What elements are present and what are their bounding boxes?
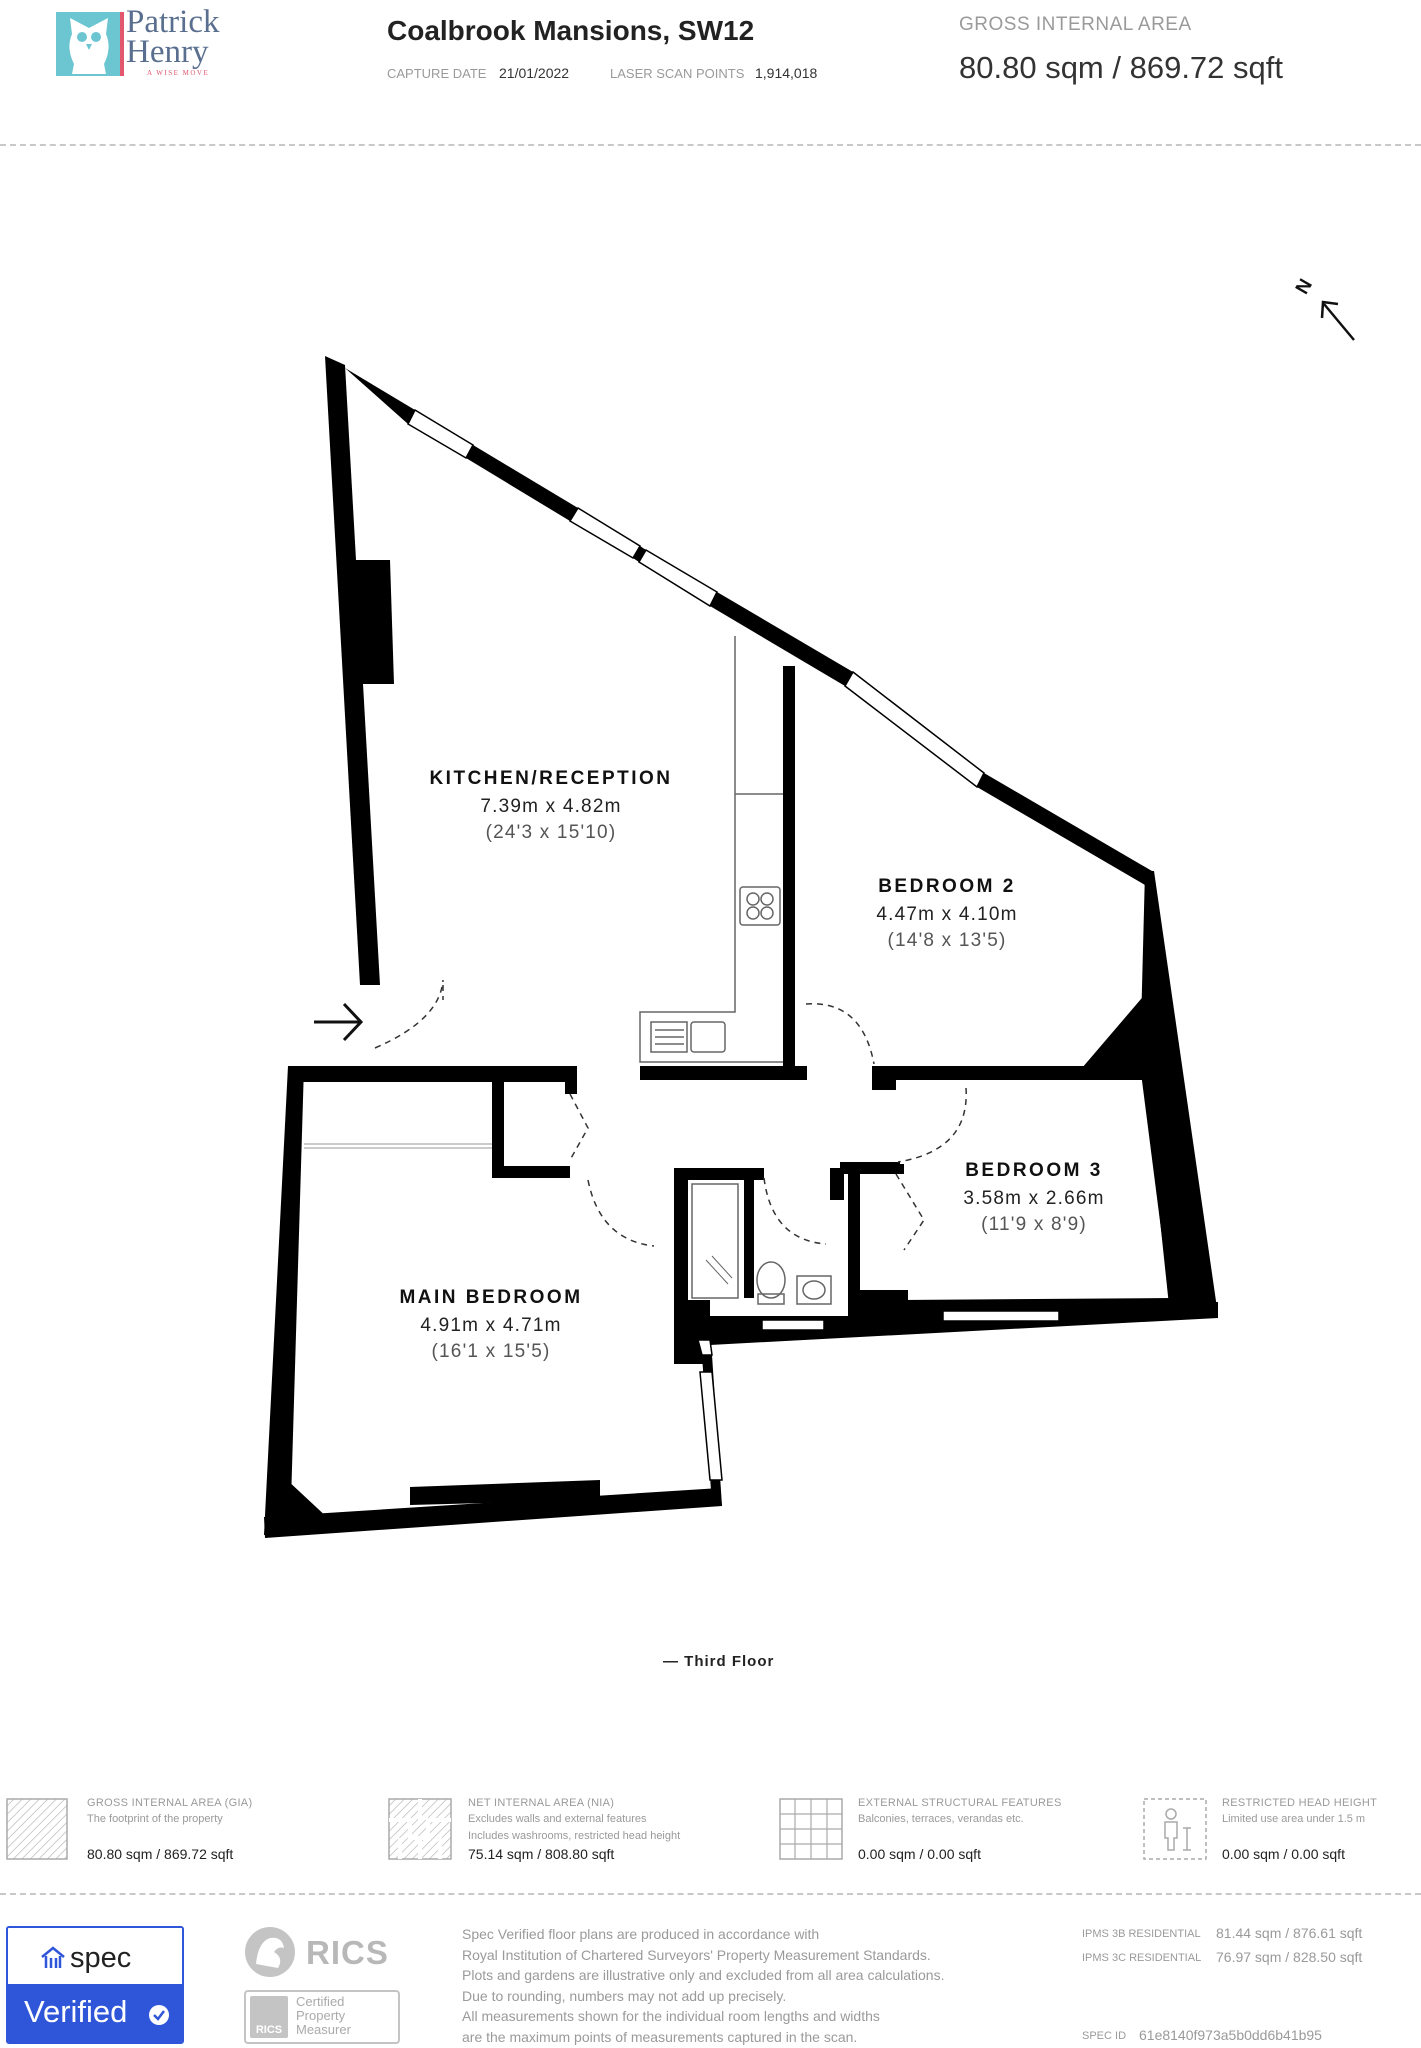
head-height-icon <box>1143 1798 1207 1860</box>
legend-head-height-title: RESTRICTED HEAD HEIGHT <box>1222 1797 1378 1809</box>
nia-plan-icon <box>388 1798 452 1860</box>
legend-gia-desc: The footprint of the property <box>87 1813 223 1825</box>
spec-id-value: 61e8140f973a5b0dd6b41b95 <box>1139 2027 1322 2043</box>
ipms-3c-value: 76.97 sqm / 828.50 sqft <box>1216 1949 1363 1965</box>
disclaimer-line: Spec Verified floor plans are produced i… <box>462 1926 820 1942</box>
owl-logo-icon <box>56 12 122 76</box>
capture-date-value: 21/01/2022 <box>499 65 570 81</box>
header-divider <box>0 144 1421 146</box>
room-dimensions-imperial: (14'8 x 13'5) <box>887 930 1007 951</box>
legend-external-desc: Balconies, terraces, verandas etc. <box>858 1813 1024 1825</box>
disclaimer-text: Spec Verified floor plans are produced i… <box>462 1924 945 2047</box>
room-dimensions-metric: 3.58m x 2.66m <box>963 1188 1105 1209</box>
legend-nia-value: 75.14 sqm / 808.80 sqft <box>468 1846 615 1862</box>
legend-head-height-value: 0.00 sqm / 0.00 sqft <box>1222 1846 1345 1862</box>
rics-certified-text: Certified Property Measurer <box>296 1995 351 2037</box>
disclaimer-line: Due to rounding, numbers may not add up … <box>462 1987 787 2004</box>
rics-cert-line-2: Property <box>296 2008 346 2023</box>
check-badge-icon <box>149 2005 169 2025</box>
room-name: BEDROOM 2 <box>878 876 1016 897</box>
legend-external-title: EXTERNAL STRUCTURAL FEATURES <box>858 1797 1062 1809</box>
rics-small-text: RICS <box>255 2024 283 2036</box>
room-dimensions-metric: 4.47m x 4.10m <box>876 904 1018 925</box>
legend-nia-desc-1: Excludes walls and external features <box>468 1813 647 1825</box>
room-dimensions-imperial: (16'1 x 15'5) <box>431 1341 551 1362</box>
gia-header-value: 80.80 sqm / 869.72 sqft <box>959 50 1283 85</box>
disclaimer-line: are the maximum points of measurements c… <box>462 2028 858 2045</box>
legend-head-height-desc: Limited use area under 1.5 m <box>1222 1813 1366 1825</box>
verified-text: Verified <box>24 1994 128 2029</box>
legend-nia-desc-2: Includes washrooms, restricted head heig… <box>468 1830 681 1842</box>
ipms-3c-label: IPMS 3C RESIDENTIAL <box>1082 1952 1202 1964</box>
room-name: BEDROOM 3 <box>965 1160 1103 1181</box>
legend-divider <box>0 1893 1421 1895</box>
spec-verified-badge: spec Verified <box>6 1926 184 2044</box>
brand-tagline: A WISE MOVE <box>147 69 210 77</box>
floor-plan <box>264 356 1218 1538</box>
logo-accent-bar <box>120 12 124 76</box>
external-grid-icon <box>779 1798 843 1860</box>
room-bedroom-3: BEDROOM 3 3.58m x 2.66m (11'9 x 8'9) <box>963 1160 1104 1236</box>
legend-external-value: 0.00 sqm / 0.00 sqft <box>858 1846 981 1862</box>
disclaimer-line: All measurements shown for the individua… <box>462 2008 880 2024</box>
room-bedroom-2: BEDROOM 2 4.47m x 4.10m (14'8 x 13'5) <box>876 876 1017 952</box>
disclaimer-line: Royal Institution of Chartered Surveyors… <box>462 1946 931 1963</box>
spec-house-icon <box>41 1946 65 1968</box>
scan-points-value: 1,914,018 <box>755 65 818 81</box>
gia-header-label: GROSS INTERNAL AREA <box>959 14 1192 35</box>
room-kitchen-reception: KITCHEN/RECEPTION 7.39m x 4.82m (24'3 x … <box>429 768 672 844</box>
room-main-bedroom: MAIN BEDROOM 4.91m x 4.71m (16'1 x 15'5) <box>399 1287 582 1363</box>
rics-lion-icon <box>245 1927 295 1977</box>
room-dimensions-metric: 7.39m x 4.82m <box>480 796 622 817</box>
ipms-3b-value: 81.44 sqm / 876.61 sqft <box>1216 1925 1363 1941</box>
rics-cert-line-1: Certified <box>296 1994 345 2009</box>
brand-line-1: Patrick <box>126 4 220 40</box>
legend-gia-title: GROSS INTERNAL AREA (GIA) <box>87 1797 253 1809</box>
north-arrow-icon <box>1320 300 1355 341</box>
legend-gia-value: 80.80 sqm / 869.72 sqft <box>87 1846 234 1862</box>
disclaimer-line: Plots and gardens are illustrative only … <box>462 1967 945 1983</box>
capture-date-label: CAPTURE DATE <box>387 66 487 81</box>
gia-hatch-icon <box>6 1798 68 1860</box>
ipms-3b-label: IPMS 3B RESIDENTIAL <box>1082 1928 1201 1940</box>
room-dimensions-imperial: (11'9 x 8'9) <box>981 1214 1087 1235</box>
rics-wordmark: RICS <box>306 1934 389 1971</box>
rics-certified-badge: RICS Certified Property Measurer <box>244 1990 400 2044</box>
rics-cert-line-3: Measurer <box>296 2022 351 2037</box>
floor-label: — Third Floor <box>663 1653 775 1670</box>
rics-small-logo: RICS <box>250 1996 288 2038</box>
room-name: KITCHEN/RECEPTION <box>429 768 673 789</box>
spec-wordmark: spec <box>70 1942 132 1974</box>
property-title: Coalbrook Mansions, SW12 <box>387 15 755 46</box>
legend-nia-title: NET INTERNAL AREA (NIA) <box>468 1797 615 1809</box>
scan-points-label: LASER SCAN POINTS <box>610 66 745 81</box>
brand-line-2: Henry <box>126 34 209 70</box>
room-dimensions-metric: 4.91m x 4.71m <box>420 1315 562 1336</box>
spec-id-label: SPEC ID <box>1082 2030 1127 2042</box>
room-name: MAIN BEDROOM <box>399 1287 583 1308</box>
room-dimensions-imperial: (24'3 x 15'10) <box>485 822 617 843</box>
